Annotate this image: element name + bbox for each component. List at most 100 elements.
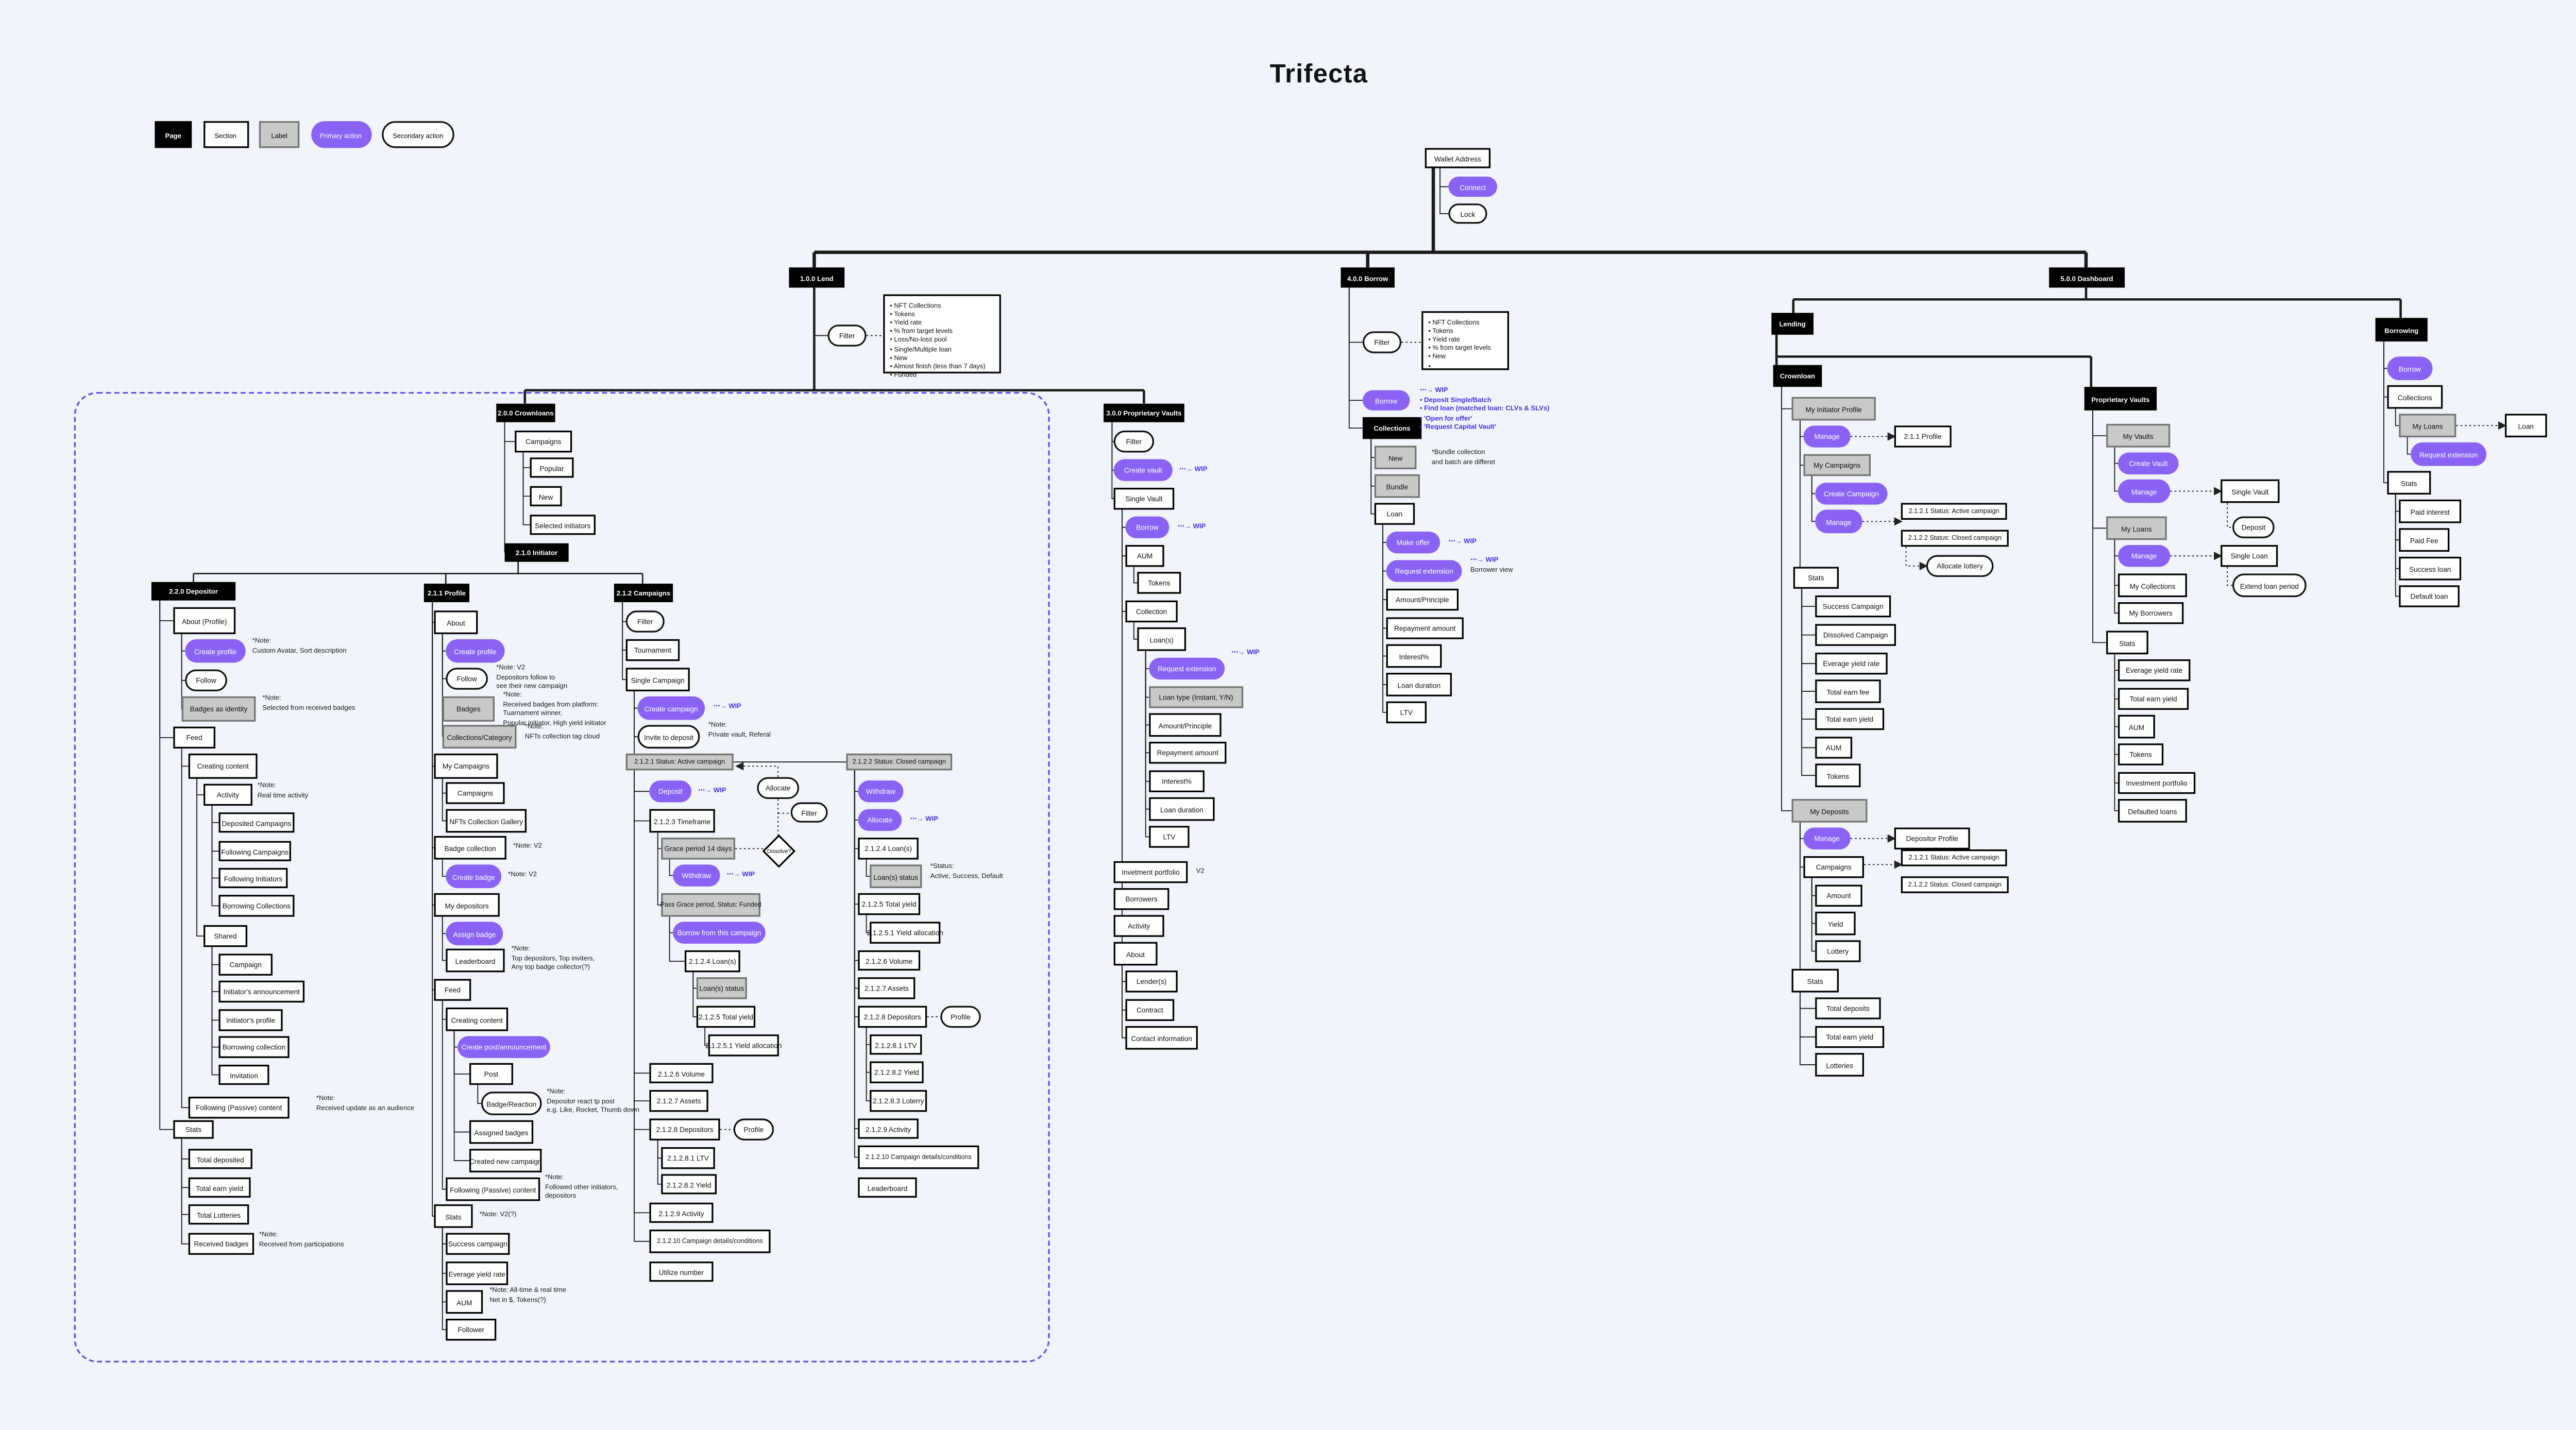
c-yield-alloc-a[interactable]: 2.1.2.5.1 Yield allocation — [705, 1034, 782, 1057]
b-loan-duration[interactable]: Loan duration — [1386, 673, 1452, 696]
dpv-defaulted-loans[interactable]: Defaulted loans — [2118, 799, 2187, 823]
d-initiators-announcement[interactable]: Initiator's announcement — [218, 980, 305, 1003]
p-badge-reaction[interactable]: Badge/Reaction — [481, 1092, 542, 1115]
pv-contact-information[interactable]: Contact information — [1125, 1026, 1198, 1050]
c-activity-c[interactable]: 2.1.2.9 Activity — [858, 1118, 919, 1139]
d-stats[interactable]: Stats — [173, 1120, 214, 1139]
bw-stats[interactable]: Stats — [2387, 471, 2431, 495]
c-tournament[interactable]: Tournament — [625, 639, 680, 661]
p-post[interactable]: Post — [469, 1063, 513, 1085]
pv-activity[interactable]: Activity — [1113, 915, 1164, 937]
legend-primary-action[interactable]: Primary action — [310, 121, 371, 148]
c-deposit[interactable]: Deposit — [649, 780, 692, 803]
pv-about[interactable]: About — [1113, 942, 1158, 966]
pv-single-vault[interactable]: Single Vault — [1113, 487, 1175, 510]
dpv-extend-ref[interactable]: Extend loan period — [2232, 573, 2307, 598]
legend-section[interactable]: Section — [202, 121, 248, 148]
p-stats[interactable]: Stats — [434, 1204, 473, 1228]
c-details-c[interactable]: 2.1.2.10 Campaign details/conditions — [858, 1145, 979, 1169]
dpv-manage-loans[interactable]: Manage — [2118, 544, 2171, 567]
dl-dissolved-campaign[interactable]: Dissolved Campaign — [1815, 624, 1896, 646]
pv-ltv[interactable]: LTV — [1149, 826, 1190, 848]
bw-default-loan[interactable]: Default loan — [2399, 585, 2460, 607]
lend-root[interactable]: 1.0.0 Lend — [789, 267, 845, 288]
pv-repayment[interactable]: Repayment amount — [1149, 742, 1227, 764]
pv-loans[interactable]: Loan(s) — [1137, 627, 1187, 651]
c-active-label[interactable]: 2.1.2.1 Status: Active campaign — [625, 753, 734, 771]
p-assign-badge[interactable]: Assign badge — [446, 922, 503, 946]
c-withdraw[interactable]: Withdraw — [673, 864, 720, 887]
b-request-extension[interactable]: Request extension — [1386, 560, 1462, 582]
d-follow[interactable]: Follow — [185, 669, 227, 692]
dpv-aum[interactable]: AUM — [2118, 714, 2155, 739]
dpv-single-loan-ref[interactable]: Single Loan — [2221, 544, 2278, 567]
c-utilize-number[interactable]: Utilize number — [649, 1261, 714, 1282]
dl-closed-ref2[interactable]: 2.1.2.2 Status: Closed campaign — [1901, 876, 2009, 893]
c-depositors-c[interactable]: 2.1.2.8 Depositors — [858, 1006, 927, 1028]
c-pass-grace[interactable]: Pass Grace period, Status: Funded — [660, 893, 761, 917]
connect-action[interactable]: Connect — [1448, 176, 1498, 197]
lock-action[interactable]: Lock — [1448, 203, 1487, 224]
d-following-campaigns[interactable]: Following Campaigns — [218, 841, 291, 861]
c-yield-alloc-c[interactable]: 2.1.2.5.1 Yield allocation — [867, 922, 943, 944]
dl-my-deposits[interactable]: My Deposits — [1791, 799, 1868, 823]
dl-profile-ref[interactable]: 2.1.1 Profile — [1894, 425, 1952, 448]
p-follower[interactable]: Follower — [446, 1319, 497, 1341]
pv-amount[interactable]: Amount/Principle — [1149, 713, 1222, 737]
dl-create-campaign[interactable]: Create Campaign — [1815, 483, 1888, 505]
c-filter[interactable]: Filter — [625, 610, 665, 633]
p-leaderboard[interactable]: Leaderboard — [446, 948, 505, 973]
c-loans-status-a[interactable]: Loan(s) status — [696, 977, 747, 999]
popular-00[interactable]: Popular — [530, 457, 574, 478]
b-collections[interactable]: Collections — [1362, 417, 1422, 439]
dl-manage-profile[interactable]: Manage — [1803, 425, 1851, 448]
dpv-deposit-ref[interactable]: Deposit — [2232, 516, 2275, 538]
p-created-new-campaign[interactable]: Created new campaign — [469, 1149, 542, 1172]
p-my-campaigns[interactable]: My Campaigns — [434, 753, 498, 779]
dl-total-earn-yield[interactable]: Total earn yield — [1815, 708, 1885, 730]
dpv-tokens[interactable]: Tokens — [2118, 743, 2164, 765]
p-badge-collection[interactable]: Badge collection — [434, 836, 506, 860]
d-initiators-profile[interactable]: Initiator's profile — [218, 1009, 283, 1031]
p-create-profile[interactable]: Create profile — [446, 639, 505, 663]
c-single-campaign[interactable]: Single Campaign — [625, 668, 690, 692]
c-withdraw-c[interactable]: Withdraw — [858, 780, 904, 803]
dl-manage-deposits[interactable]: Manage — [1803, 827, 1851, 849]
dpv-my-borrowers[interactable]: My Borrowers — [2118, 602, 2184, 624]
c-invite-deposit[interactable]: Invite to deposit — [637, 725, 700, 749]
pv-invetment-portfolio[interactable]: Invetment portfolio — [1113, 861, 1188, 883]
bw-request-extension[interactable]: Request extension — [2411, 442, 2487, 466]
pv-borrowers[interactable]: Borrowers — [1113, 888, 1170, 910]
pv-aum[interactable]: AUM — [1125, 544, 1164, 567]
legend-label[interactable]: Label — [259, 121, 300, 148]
c-leaderboard[interactable]: Leaderboard — [858, 1177, 917, 1198]
c-create-campaign[interactable]: Create campaign — [637, 696, 705, 720]
c-ltv-a[interactable]: 2.1.2.8.1 LTV — [661, 1147, 715, 1169]
dl-stats1[interactable]: Stats — [1793, 567, 1839, 589]
d-borrowing-collection[interactable]: Borrowing collection — [218, 1036, 290, 1058]
bw-success-loan[interactable]: Success loan — [2399, 556, 2462, 581]
bw-loan-ref[interactable]: Loan — [2505, 414, 2547, 437]
pv-create-vault[interactable]: Create vault — [1113, 459, 1173, 481]
d-borrowing-collections[interactable]: Borrowing Collections — [218, 895, 295, 917]
p-following-passive[interactable]: Following (Passive) content — [446, 1177, 540, 1201]
dl-amount[interactable]: Amount — [1815, 884, 1862, 907]
dl-active-ref2[interactable]: 2.1.2.1 Status: Active campaign — [1901, 849, 2007, 866]
p-assigned-badges[interactable]: Assigned badges — [469, 1120, 534, 1144]
c-loans-c[interactable]: 2.1.2.4 Loan(s) — [858, 838, 919, 860]
c-yield-a[interactable]: 2.1.2.8.2 Yield — [661, 1174, 717, 1195]
c-activity-a[interactable]: 2.1.2.9 Activity — [649, 1202, 714, 1223]
c-borrow-campaign[interactable]: Borrow from this campaign — [673, 922, 766, 944]
c-loans-a[interactable]: 2.1.2.4 Loan(s) — [684, 950, 740, 973]
d-shared[interactable]: Shared — [204, 925, 248, 947]
dpv-my-collections[interactable]: My Collections — [2118, 573, 2187, 598]
pv-filter[interactable]: Filter — [1113, 430, 1155, 453]
dl-depositor-profile-ref[interactable]: Depositor Profile — [1894, 827, 1970, 849]
b-filter[interactable]: Filter — [1362, 331, 1402, 353]
p-aum[interactable]: AUM — [446, 1290, 483, 1314]
p-follow[interactable]: Follow — [446, 668, 488, 690]
d-following-passive[interactable]: Following (Passive) content — [188, 1096, 290, 1119]
pv-collection[interactable]: Collection — [1125, 600, 1178, 623]
dpv-everage-yield-rate[interactable]: Everage yield rate — [2118, 659, 2191, 682]
c-grace-period[interactable]: Grace period 14 days — [661, 838, 735, 860]
